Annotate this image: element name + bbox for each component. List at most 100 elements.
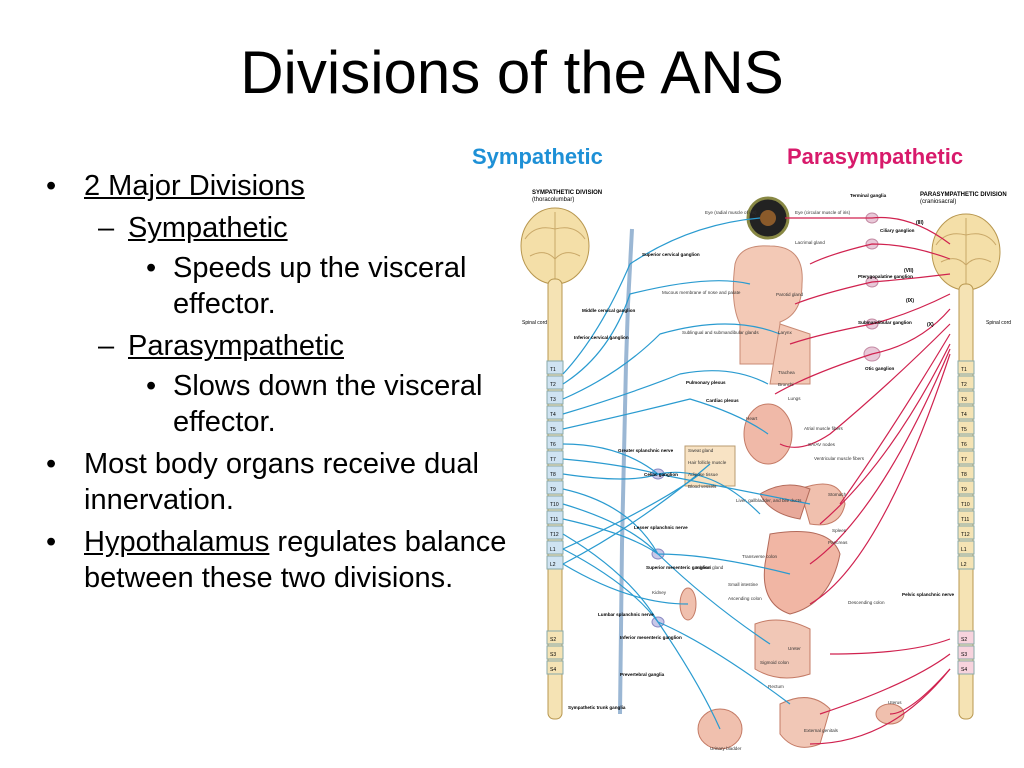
para-vertebra-t6	[957, 435, 975, 450]
sympathetic-nerve-path	[562, 458, 659, 475]
label-terminal-ganglia: Terminal ganglia	[850, 193, 887, 198]
sym-vertebra-label: L1	[550, 547, 556, 553]
para-spinal-cord-label: Spinal cord	[986, 320, 1011, 326]
sym-vertebra-label: T1	[550, 367, 556, 373]
organ-label: Ascending colon	[728, 596, 762, 601]
sym-vertebra-label: T7	[550, 457, 556, 463]
organ-label: Lungs	[788, 396, 801, 401]
para-vertebra-label: T7	[961, 457, 967, 463]
sym-division-sub: (thoracolumbar)	[532, 197, 574, 203]
sympathetic-nerve-path	[562, 370, 769, 415]
para-structure-labels: Terminal ganglia Ciliary ganglion Pteryg…	[850, 193, 955, 597]
para-vertebra-label: T12	[961, 532, 970, 538]
para-vertebra-t8	[957, 465, 975, 480]
bullet-major-divisions: • 2 Major Divisions	[40, 168, 510, 204]
sym-vertebra-t7	[546, 450, 564, 465]
label-greater-splanchnic-nerve: Greater splanchnic nerve	[618, 448, 674, 453]
sym-vertebra-label: T11	[550, 517, 558, 523]
parasympathetic-nerves	[774, 216, 951, 745]
bullet-text: Sympathetic	[128, 212, 288, 244]
parasympathetic-nerve-path	[809, 668, 951, 745]
para-vertebra-label: T2	[961, 382, 967, 388]
sym-spinal-cord-label: Spinal cord	[522, 320, 547, 326]
para-vertebra-t3	[957, 390, 975, 405]
para-vertebra-label: T8	[961, 472, 967, 478]
sym-vertebra-label: S2	[550, 637, 556, 643]
ans-diagram: SYMPATHETIC DIVISION (thoracolumbar) PAR…	[520, 190, 1011, 751]
sym-division-title: SYMPATHETIC DIVISION	[532, 190, 602, 196]
organ-label: Lacrimal gland	[795, 240, 825, 245]
label-middle-cervical-ganglion: Middle cervical ganglion	[582, 308, 636, 313]
para-vertebra-label: T4	[961, 412, 967, 418]
organ-label: Adrenal gland	[695, 565, 724, 570]
para-vertebra-label: T6	[961, 442, 967, 448]
organ-labels: Eye (radial muscle of iris)Eye (circular…	[652, 210, 902, 751]
para-vertebra-t5	[957, 420, 975, 435]
organ-label: Sublingual and submandibular glands	[682, 330, 759, 335]
sym-vertebra-t6	[546, 435, 564, 450]
organ-label: Sigmoid colon	[760, 660, 789, 665]
sym-vertebra-label: T3	[550, 397, 556, 403]
sym-vertebra-t8	[546, 465, 564, 480]
cranial-nerve-VII: (VII)	[904, 268, 914, 274]
bullet-dash: –	[98, 212, 115, 244]
para-vertebra-label: L2	[961, 562, 967, 568]
para-vertebra-label: T1	[961, 367, 967, 373]
para-vertebra-label: S4	[961, 667, 967, 673]
sym-vertebra-label: T4	[550, 412, 556, 418]
label-pterygopalatine-ganglion: Pterygopalatine ganglion	[858, 274, 913, 279]
organ-label: Rectum	[768, 684, 784, 689]
sympathetic-nerve-path	[562, 548, 721, 730]
sympathetic-nerve-path	[562, 398, 769, 435]
para-vertebra-l1	[957, 540, 975, 555]
slide-title: Divisions of the ANS	[240, 39, 784, 106]
sympathetic-nerve-path	[562, 533, 791, 705]
label-pulmonary-plexus: Pulmonary plexus	[686, 380, 726, 385]
sympathetic-nerve-path	[562, 473, 811, 505]
sympathetic-nerve-path	[562, 563, 689, 605]
para-vertebra-label: T5	[961, 427, 967, 433]
parasympathetic-nerve-path	[819, 343, 951, 525]
label-superior-cervical-ganglion: Superior cervical ganglion	[642, 252, 700, 257]
cranial-nerve-III: (III)	[916, 220, 924, 226]
sympathetic-nerve-path	[562, 518, 659, 555]
label-inferior-mesenteric-ganglion: Inferior mesenteric ganglion	[620, 635, 682, 640]
sym-vertebra-label: T9	[550, 487, 556, 493]
organ-label: Trachea	[778, 370, 795, 375]
sym-vertebra-label: T5	[550, 427, 556, 433]
organ-label: Sweat gland	[688, 448, 714, 453]
cranial-nerve-IX: (IX)	[906, 298, 914, 304]
organ-label: Small intestine	[728, 582, 758, 587]
sym-vertebra-label: L2	[550, 562, 556, 568]
sym-vertebra-t4	[546, 405, 564, 420]
bullet-text: 2 Major Divisions	[84, 170, 305, 202]
organ-label: Bronchi	[778, 382, 794, 387]
organ-label: Stomach	[828, 492, 847, 497]
organ-label: Parotid gland	[776, 292, 804, 297]
para-vertebra-s2	[957, 630, 975, 645]
label-prevertebral-ganglia: Prevertebral ganglia	[620, 672, 665, 677]
sympathetic-nerve-path	[562, 217, 761, 375]
bullet-list: • 2 Major Divisions – Sympathetic • Spee…	[40, 168, 510, 602]
sub-sub-bullet-slows-down: • Slows down the visceral effector.	[40, 368, 510, 440]
parasympathetic-nerve-path	[774, 308, 951, 395]
parasympathetic-nerve-path	[839, 333, 951, 505]
sym-vertebra-label: T12	[550, 532, 559, 538]
parasympathetic-nerve-path	[809, 243, 951, 265]
sym-vertebra-t9	[546, 480, 564, 495]
organ-label: Pancreas	[828, 540, 848, 545]
organ-label: SA/AV nodes	[808, 442, 836, 447]
bullet-dash: –	[98, 330, 115, 362]
bullet-hypothalamus: • Hypothalamus regulates balance between…	[40, 524, 510, 596]
para-vertebra-t9	[957, 480, 975, 495]
parasympathetic-nerve-path	[779, 323, 951, 448]
para-division-title: PARASYMPATHETIC DIVISION	[920, 192, 1007, 198]
para-vertebra-t7	[957, 450, 975, 465]
sympathetic-nerves	[562, 217, 811, 730]
sub-sub-bullet-speeds-up: • Speeds up the visceral effector.	[40, 250, 510, 322]
bullet-text: Speeds up the visceral effector.	[173, 252, 467, 320]
para-vertebra-s3	[957, 645, 975, 660]
cranial-nerve-labels: (III) (VII) (IX) (X)	[904, 220, 934, 328]
